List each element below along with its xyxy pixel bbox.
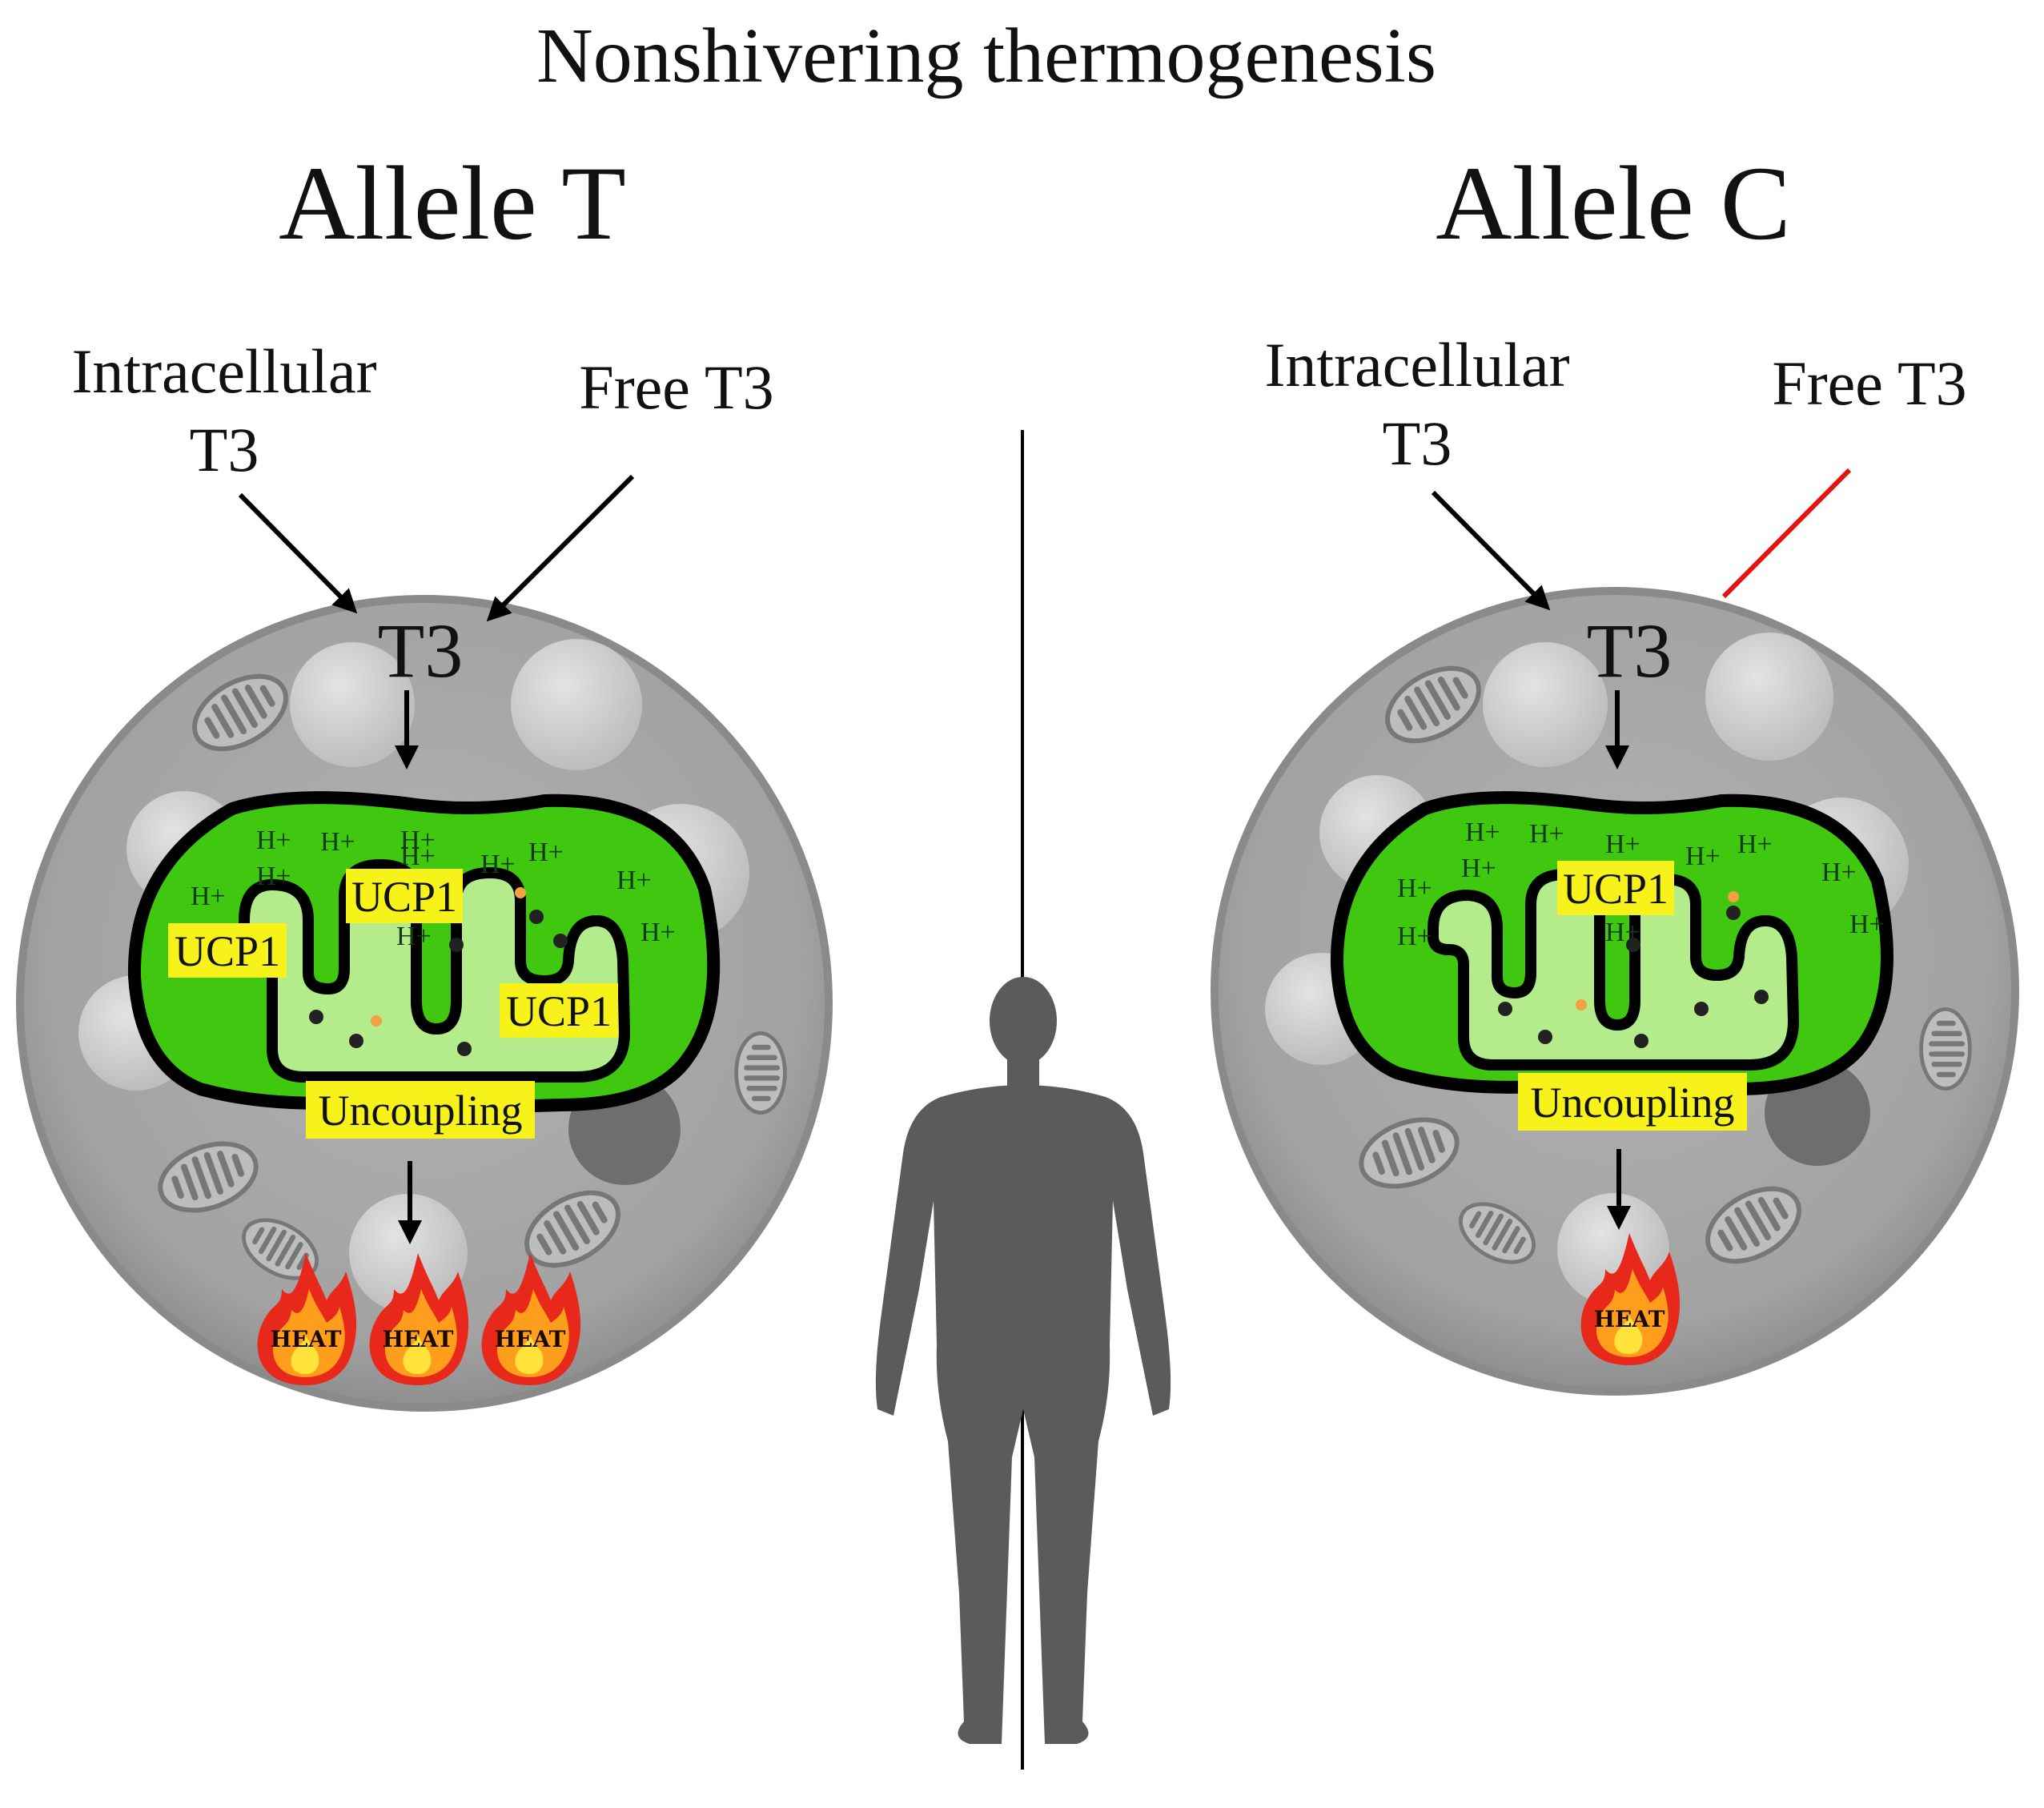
svg-text:UCP1: UCP1 bbox=[351, 873, 457, 921]
svg-text:HEAT: HEAT bbox=[495, 1326, 566, 1352]
proton-label: H+ bbox=[396, 922, 432, 951]
left-heat-flame-3: HEAT bbox=[481, 1253, 581, 1385]
right-free-t3-label: Free T3 bbox=[1772, 348, 1966, 418]
svg-text:UCP1: UCP1 bbox=[175, 927, 280, 975]
left-uncoupling-label: Uncoupling bbox=[306, 1081, 535, 1139]
left-ucp1-label-a: UCP1 bbox=[346, 869, 463, 923]
left-free-t3-arrow bbox=[486, 474, 635, 622]
left-intracellular-label: Intracellular bbox=[71, 336, 376, 406]
right-panel: H+ H+ H+ H+ H+ H+ H+ H+ H+ H+ H+ UCP1 Un… bbox=[1211, 330, 2019, 1396]
proton-label: H+ bbox=[320, 827, 355, 857]
proton-label: H+ bbox=[616, 866, 652, 895]
proton-label: H+ bbox=[528, 838, 564, 867]
proton-label: H+ bbox=[400, 826, 436, 855]
figure-title: Nonshivering thermogenesis bbox=[536, 13, 1436, 99]
proton-label: H+ bbox=[256, 862, 291, 891]
proton-label: H+ bbox=[1397, 874, 1432, 903]
left-ucp1-label-c: UCP1 bbox=[500, 983, 618, 1038]
right-intracellular-arrow bbox=[1431, 490, 1551, 611]
proton-label: H+ bbox=[400, 842, 436, 871]
right-t3-label: T3 bbox=[1587, 608, 1673, 693]
svg-text:UCP1: UCP1 bbox=[506, 987, 612, 1035]
left-intracellular-arrow bbox=[238, 492, 358, 614]
left-intracellular-t3-label: T3 bbox=[190, 415, 259, 484]
svg-text:UCP1: UCP1 bbox=[1563, 865, 1669, 913]
proton-label: H+ bbox=[480, 850, 516, 879]
right-ucp1-label: UCP1 bbox=[1557, 861, 1674, 915]
svg-text:Uncoupling: Uncoupling bbox=[319, 1087, 523, 1135]
svg-text:HEAT: HEAT bbox=[271, 1326, 342, 1352]
left-heat-flame-1: HEAT bbox=[257, 1253, 357, 1385]
human-silhouette-icon bbox=[875, 977, 1171, 1744]
proton-label: H+ bbox=[1461, 854, 1496, 883]
right-mitochondrion bbox=[1330, 791, 1893, 1097]
proton-label: H+ bbox=[256, 826, 291, 855]
right-uncoupling-label: Uncoupling bbox=[1518, 1073, 1747, 1131]
right-allele-heading: Allele C bbox=[1436, 144, 1791, 262]
proton-label: H+ bbox=[1849, 910, 1885, 939]
proton-label: H+ bbox=[1397, 922, 1432, 951]
proton-label: H+ bbox=[1605, 918, 1640, 947]
right-intracellular-t3-label: T3 bbox=[1383, 408, 1452, 478]
proton-label: H+ bbox=[1465, 818, 1500, 847]
left-free-t3-label: Free T3 bbox=[579, 352, 773, 422]
left-t3-label: T3 bbox=[378, 608, 464, 693]
proton-label: H+ bbox=[1821, 858, 1857, 887]
right-free-t3-inhibition-line bbox=[1721, 468, 1852, 599]
right-intracellular-label: Intracellular bbox=[1264, 330, 1569, 400]
svg-text:Uncoupling: Uncoupling bbox=[1531, 1079, 1735, 1127]
proton-label: H+ bbox=[191, 882, 226, 911]
proton-label: H+ bbox=[1529, 819, 1564, 849]
left-heat-flame-2: HEAT bbox=[369, 1253, 469, 1385]
right-proton-labels: H+ H+ H+ H+ H+ H+ H+ H+ H+ H+ H+ bbox=[1397, 818, 1885, 951]
left-panel: H+ H+ H+ H+ H+ H+ H+ H+ H+ H+ H+ UCP1 UC… bbox=[16, 336, 833, 1412]
left-allele-heading: Allele T bbox=[279, 144, 626, 262]
proton-label: H+ bbox=[1737, 830, 1773, 859]
proton-label: H+ bbox=[1685, 842, 1721, 871]
right-heat-flame: HEAT bbox=[1580, 1233, 1681, 1365]
left-ucp1-label-b: UCP1 bbox=[168, 923, 287, 978]
left-proton-labels: H+ H+ H+ H+ H+ H+ H+ H+ H+ H+ H+ bbox=[191, 826, 676, 951]
svg-text:HEAT: HEAT bbox=[383, 1326, 454, 1352]
proton-label: H+ bbox=[641, 918, 676, 947]
svg-text:HEAT: HEAT bbox=[1594, 1306, 1665, 1332]
proton-label: H+ bbox=[1605, 830, 1640, 859]
